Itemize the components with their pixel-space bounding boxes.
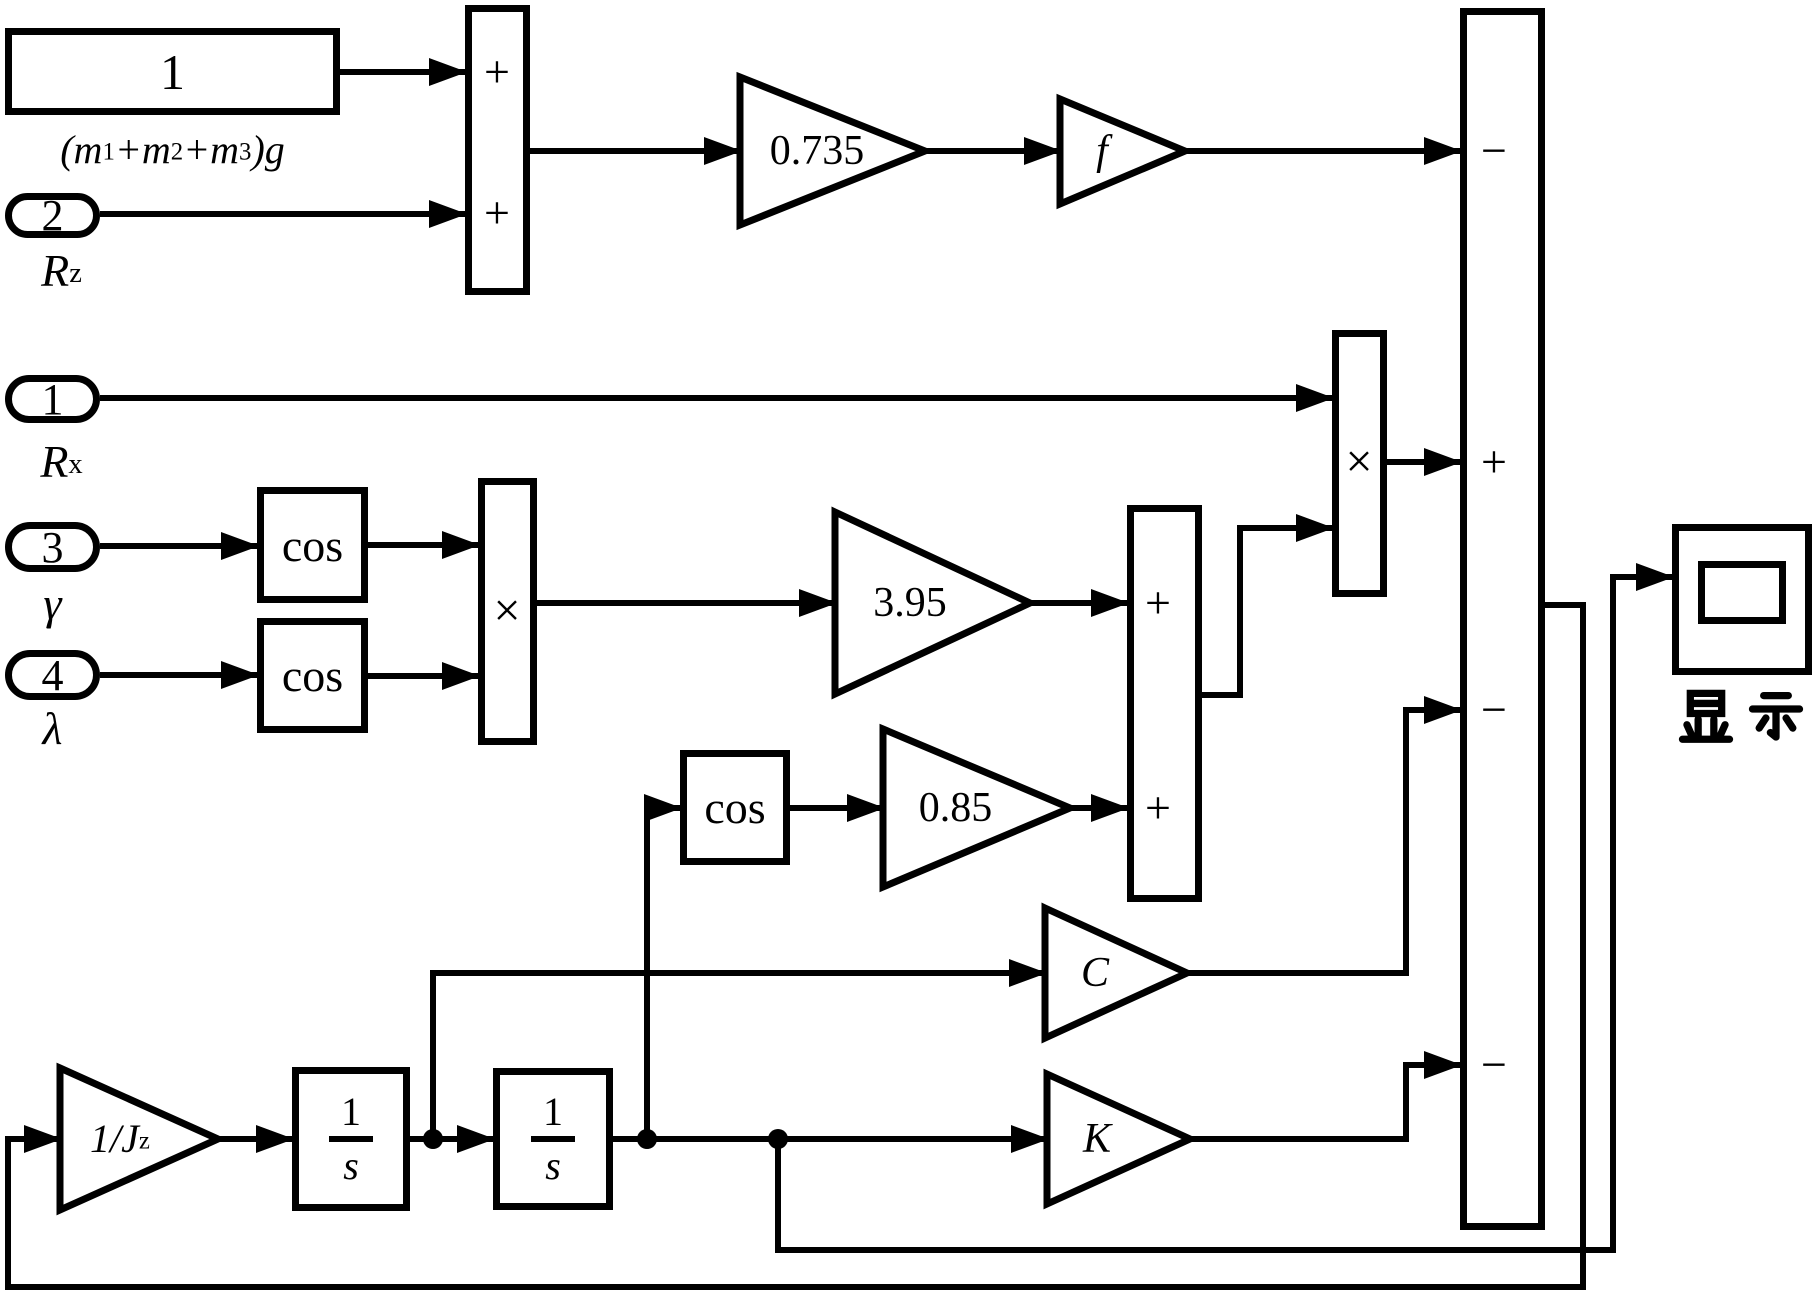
inport-2: 2 [5, 191, 100, 240]
sum2-port-plus-1: + [1145, 577, 1171, 628]
wire-gainC-to-mainsum [1187, 696, 1462, 976]
gain-085-triangle [879, 723, 1079, 893]
main-sum-port-minus-2: − [1481, 684, 1507, 735]
main-sum-port-minus-3: − [1481, 1039, 1507, 1090]
scope-block [1672, 524, 1812, 675]
product2-operator: × [1345, 435, 1373, 488]
gain-f-label: f [1096, 128, 1108, 174]
constant-block: 1 [5, 28, 340, 115]
main-sum-block [1460, 8, 1545, 1230]
product1-operator: × [493, 584, 521, 637]
wire-rate-to-gainC [430, 959, 1047, 1139]
integrator1-fraction: 1 s [329, 1092, 373, 1186]
glyph-xian [1678, 689, 1734, 743]
wire-sum2-to-product2 [1202, 514, 1334, 698]
sum1-port-plus-1: + [484, 46, 510, 97]
sum1-port-plus-2: + [484, 187, 510, 238]
inport-4-label: λ [42, 703, 63, 754]
glyph-shi [1748, 691, 1804, 741]
wire-mainsum-feedback-to-gainJz [5, 602, 1586, 1290]
gain-C-triangle [1041, 902, 1196, 1044]
wire-angle-to-scope [775, 563, 1674, 1253]
cos3-block: cos [680, 750, 790, 865]
fraction-bar [329, 1136, 373, 1142]
product1-block [478, 478, 537, 745]
gain-395-label: 3.95 [873, 580, 947, 626]
sum2-port-plus-2: + [1145, 782, 1171, 833]
fraction-bar [531, 1136, 575, 1142]
gain-K-label: K [1082, 1116, 1111, 1162]
sum1-block [465, 5, 530, 295]
cos1-block: cos [257, 487, 368, 603]
gain-K-triangle [1043, 1068, 1199, 1210]
gain-085-label: 0.85 [918, 785, 993, 831]
product2-block [1332, 330, 1387, 597]
gain-Jz-triangle [56, 1062, 227, 1216]
wire-gainK-to-mainsum [1190, 1051, 1462, 1142]
gain-0735-label: 0.735 [769, 128, 865, 174]
wire-angle-to-cos3 [644, 794, 682, 1139]
sum2-block [1127, 505, 1202, 902]
inport-4: 4 [5, 650, 100, 700]
gain-0735-triangle [736, 71, 935, 231]
integrator1-block: 1 s [292, 1067, 410, 1211]
cos2-block: cos [257, 618, 368, 733]
main-sum-port-plus: + [1481, 436, 1507, 487]
gain-C-label: C [1080, 950, 1109, 996]
junction-dot [423, 1129, 443, 1149]
junction-dot [637, 1129, 657, 1149]
inport-1: 1 [5, 375, 100, 424]
inport-3-label: γ [43, 578, 62, 629]
integrator2-fraction: 1 s [531, 1092, 575, 1186]
junction-dot [768, 1129, 788, 1149]
scope-screen [1698, 561, 1786, 624]
inport-3: 3 [5, 522, 100, 572]
constant-value: 1 [160, 43, 185, 100]
main-sum-port-minus-1: − [1481, 125, 1507, 176]
scope-label-glyphs [1678, 689, 1804, 743]
gain-f-triangle [1056, 93, 1195, 210]
gain-395-triangle [831, 506, 1039, 700]
integrator2-block: 1 s [493, 1068, 613, 1210]
